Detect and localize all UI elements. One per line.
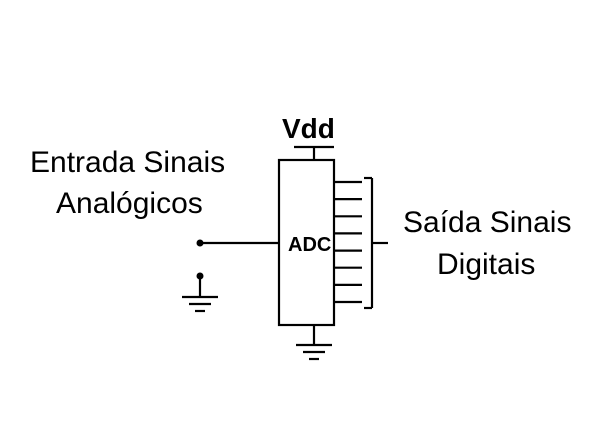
- analog-input-terminal: [196, 239, 279, 247]
- ground-icon: [182, 295, 218, 313]
- adc-ground-icon: [296, 325, 332, 361]
- vdd-supply-symbol: [294, 145, 334, 160]
- digital-output-lines: [334, 180, 362, 304]
- input-ground-terminal: [196, 272, 204, 297]
- input-label-line1: Entrada Sinais: [30, 146, 225, 179]
- output-label-line2: Digitais: [437, 248, 535, 281]
- output-bracket: [364, 176, 388, 310]
- adc-label: ADC: [288, 234, 331, 256]
- input-label-line2: Analógicos: [56, 187, 203, 220]
- output-label-line1: Saída Sinais: [403, 206, 571, 239]
- vdd-label: Vdd: [282, 113, 335, 144]
